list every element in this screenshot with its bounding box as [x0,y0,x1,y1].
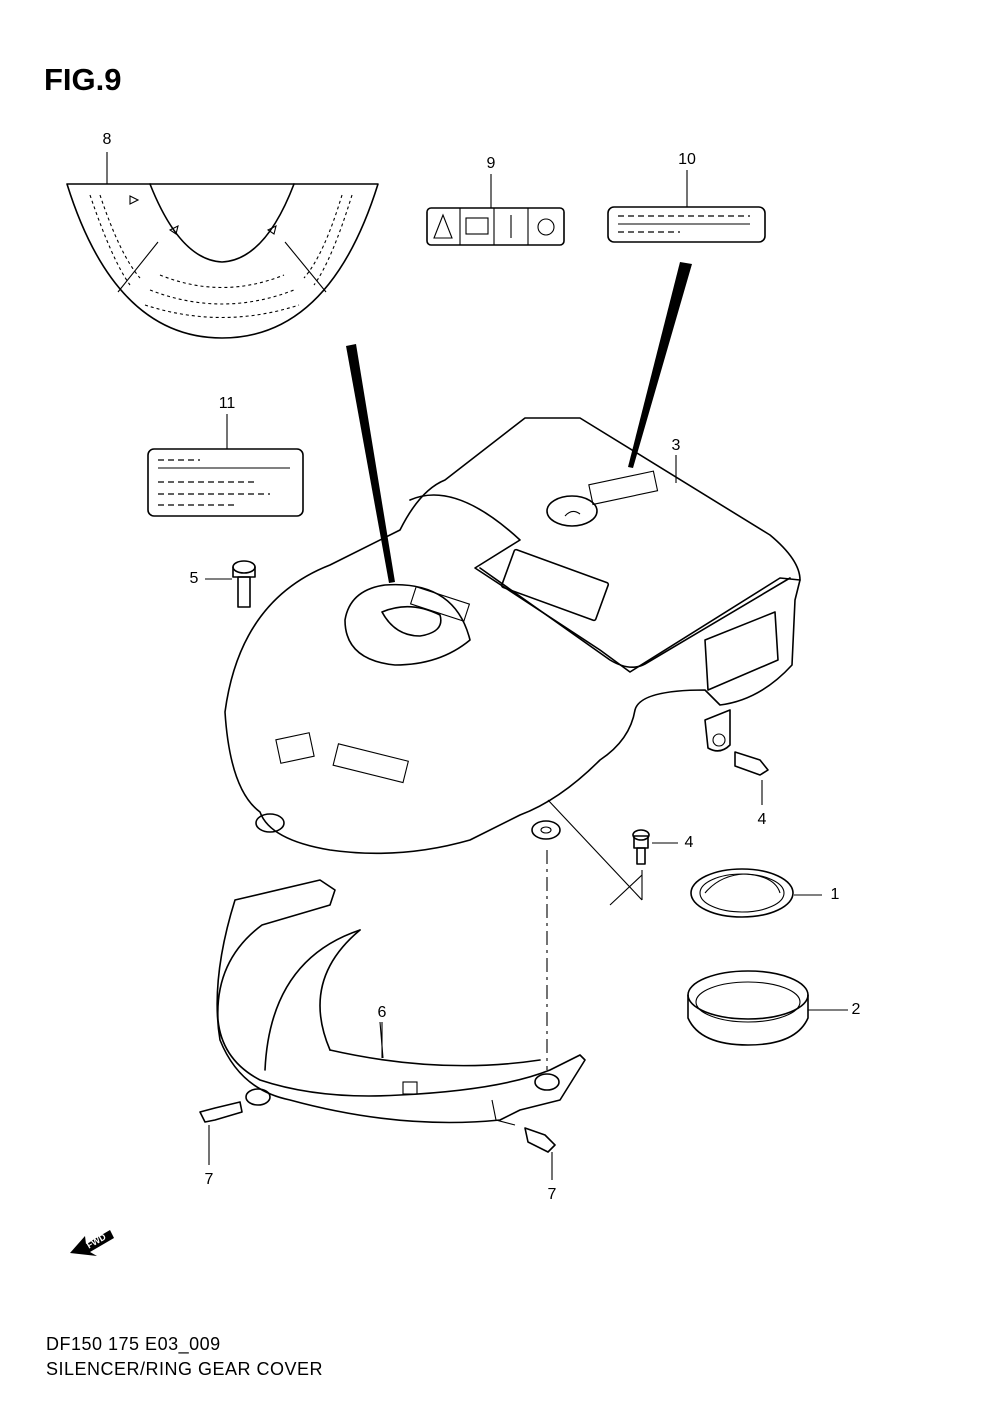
bolt-4-lower [632,829,678,865]
callout-7-right: 7 [547,1186,557,1203]
forward-direction-arrow-icon [70,1230,114,1256]
callout-4-lower: 4 [684,834,694,851]
callout-2: 2 [851,1001,861,1018]
callout-11: 11 [218,395,236,412]
callout-8: 8 [102,131,112,148]
callout-1: 1 [830,886,840,903]
callout-10: 10 [678,151,696,168]
part-10-label [607,206,766,243]
callout-4-upper: 4 [757,811,767,828]
bolt-7-right [524,1127,556,1180]
part-2-ring-boot [687,970,848,1046]
callout-3: 3 [671,437,681,454]
figure-title: FIG.9 [44,62,122,97]
callout-7-left: 7 [204,1171,214,1188]
callout-5: 5 [189,570,199,587]
part-3-silencer-cover [224,417,801,855]
callout-6: 6 [377,1004,387,1021]
part-6-ring-gear-cover [216,879,586,1126]
pointer-wedge-left [346,344,395,583]
bolt-4-upper [734,751,769,805]
part-8-semicircle-decal [66,183,379,339]
diagram-code: DF150 175 E03_009 [46,1334,221,1354]
pointer-wedge-right [628,262,692,468]
callout-9: 9 [486,155,496,172]
diagram-title: SILENCER/RING GEAR COVER [46,1359,324,1379]
part-11-label [147,448,304,517]
part-1-filter-screen [690,868,822,918]
part-9-pictogram-label [426,207,565,246]
bolt-5 [205,560,256,608]
bolt-7-left [199,1101,243,1165]
